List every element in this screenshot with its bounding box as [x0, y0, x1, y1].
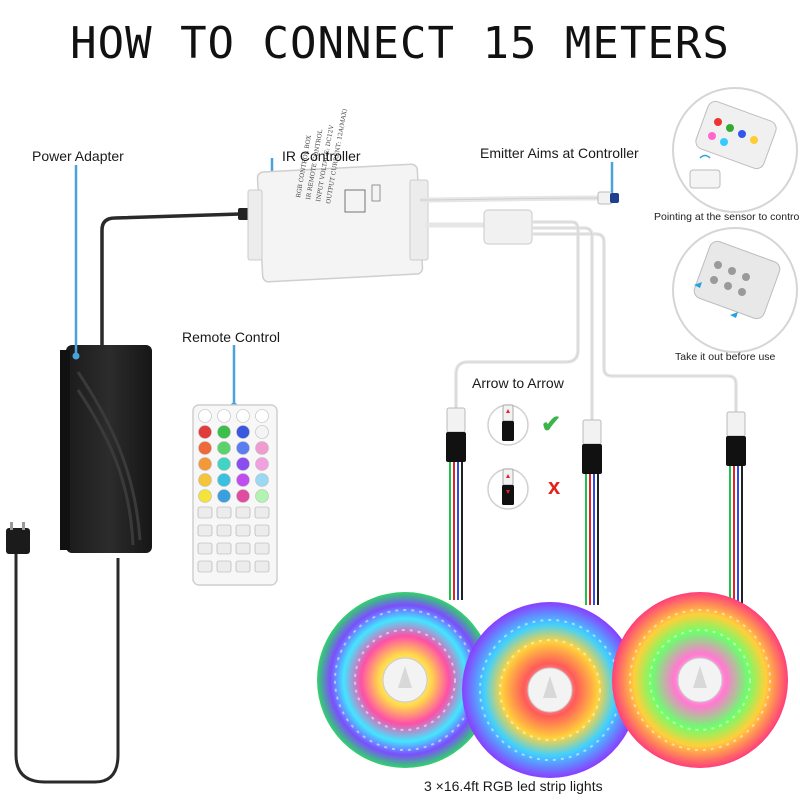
remote-function-key: [216, 506, 232, 519]
remote-function-key: [197, 560, 213, 573]
label-strip-lights: 3 ×16.4ft RGB led strip lights: [424, 778, 603, 794]
splitter: [483, 209, 533, 245]
remote-color-key: [236, 441, 250, 455]
remote-color-key: [198, 425, 212, 439]
ir-controller-box: RGB CONTROL BOX IR REMOTE CONTROL INPUT …: [247, 108, 429, 283]
remote-color-key: [198, 489, 212, 503]
branch-cable-middle: [532, 226, 594, 420]
remote-color-key: [217, 409, 231, 423]
check-mark-icon: ✔: [541, 411, 562, 438]
ac-plug: [6, 522, 30, 554]
led-reel-right: [612, 592, 788, 768]
led-reel-middle: [462, 602, 638, 778]
remote-function-key: [197, 506, 213, 519]
remote-color-key: [236, 489, 250, 503]
pull-tab-detail-circle: [672, 227, 798, 353]
remote-color-key: [198, 441, 212, 455]
label-ir-controller: IR Controller: [282, 148, 361, 164]
power-adapter: [60, 345, 152, 553]
remote-function-key: [197, 542, 213, 555]
led-reel-left: [317, 592, 493, 768]
emitter-cable-outline: [419, 197, 601, 201]
remote-color-key: [255, 409, 269, 423]
remote-color-key: [198, 409, 212, 423]
remote-color-key: [236, 409, 250, 423]
remote-function-key: [254, 506, 270, 519]
rgb-wires-middle: [585, 474, 599, 605]
remote-function-key: [254, 542, 270, 555]
remote-function-key: [254, 524, 270, 537]
label-take-out: Take it out before use: [675, 351, 776, 363]
remote-color-key: [198, 457, 212, 471]
remote-function-key: [235, 524, 251, 537]
remote-color-key: [217, 489, 231, 503]
remote-color-key: [236, 457, 250, 471]
connector-middle: [582, 419, 602, 474]
remote-function-key: [216, 560, 232, 573]
rgb-wires-right: [729, 466, 743, 605]
remote-function-key: [216, 524, 232, 537]
cross-mark-icon: x: [548, 474, 561, 499]
remote-color-key: [217, 441, 231, 455]
remote-function-key: [235, 560, 251, 573]
remote-color-key: [255, 489, 269, 503]
remote-function-key: [197, 524, 213, 537]
remote-function-key: [216, 542, 232, 555]
remote-color-key: [255, 457, 269, 471]
remote-color-key: [217, 425, 231, 439]
remote-color-key: [198, 473, 212, 487]
remote-color-key: [255, 441, 269, 455]
label-power-adapter: Power Adapter: [32, 148, 124, 164]
connector-right: [726, 411, 746, 466]
remote-color-key: [236, 473, 250, 487]
correct-orientation-icon: [487, 404, 529, 446]
remote-function-key: [235, 506, 251, 519]
wrong-orientation-icon: [487, 468, 529, 510]
rgb-wires-left: [449, 462, 463, 600]
remote-function-key: [235, 542, 251, 555]
label-pointing-sensor: Pointing at the sensor to control: [654, 211, 800, 223]
remote-color-key: [217, 473, 231, 487]
connector-left: [446, 407, 466, 462]
dc-output-cable: [100, 212, 241, 345]
remote-color-key: [255, 425, 269, 439]
label-arrow-to-arrow: Arrow to Arrow: [472, 375, 564, 391]
sensor-detail-circle: [672, 87, 798, 213]
remote-color-key: [255, 473, 269, 487]
page-title: HOW TO CONNECT 15 METERS: [70, 18, 730, 69]
remote-color-key: [217, 457, 231, 471]
emitter-head: [597, 191, 619, 205]
label-emitter: Emitter Aims at Controller: [480, 145, 639, 161]
ac-power-cord: [14, 552, 120, 784]
remote-color-key: [236, 425, 250, 439]
remote-function-key: [254, 560, 270, 573]
label-remote-control: Remote Control: [182, 329, 281, 345]
remote-control: [192, 404, 278, 586]
